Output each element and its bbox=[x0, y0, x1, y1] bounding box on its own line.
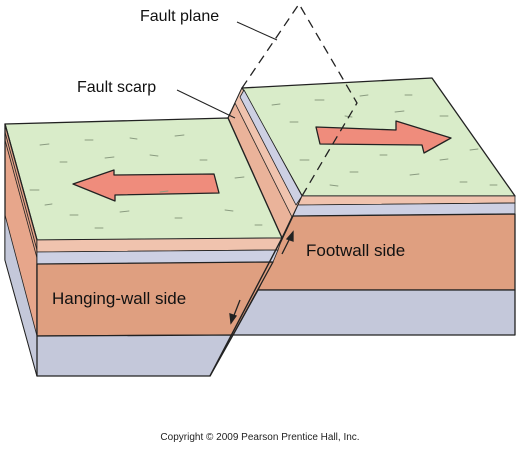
grass-texture bbox=[29, 94, 498, 229]
fault-scarp-leader bbox=[176, 89, 236, 119]
fault-plane-label: Fault plane bbox=[140, 8, 220, 25]
footwall-side-label: Footwall side bbox=[306, 241, 406, 260]
hanging-wall-front-bedrock bbox=[36, 334, 234, 377]
fault-plane-dashed-outline bbox=[241, 2, 358, 197]
hanging-wall-side-label: Hanging-wall side bbox=[52, 289, 187, 308]
copyright-notice: Copyright © 2009 Pearson Prentice Hall, … bbox=[160, 432, 360, 443]
fault-trace bbox=[209, 237, 283, 377]
left-arrow-icon bbox=[72, 169, 220, 202]
fault-plane-leader bbox=[236, 21, 278, 41]
fault-scarp-label: Fault scarp bbox=[77, 79, 157, 96]
footwall-front-bedrock bbox=[232, 289, 516, 336]
slip-arrows-icon bbox=[229, 230, 294, 325]
right-arrow-icon bbox=[315, 120, 452, 154]
